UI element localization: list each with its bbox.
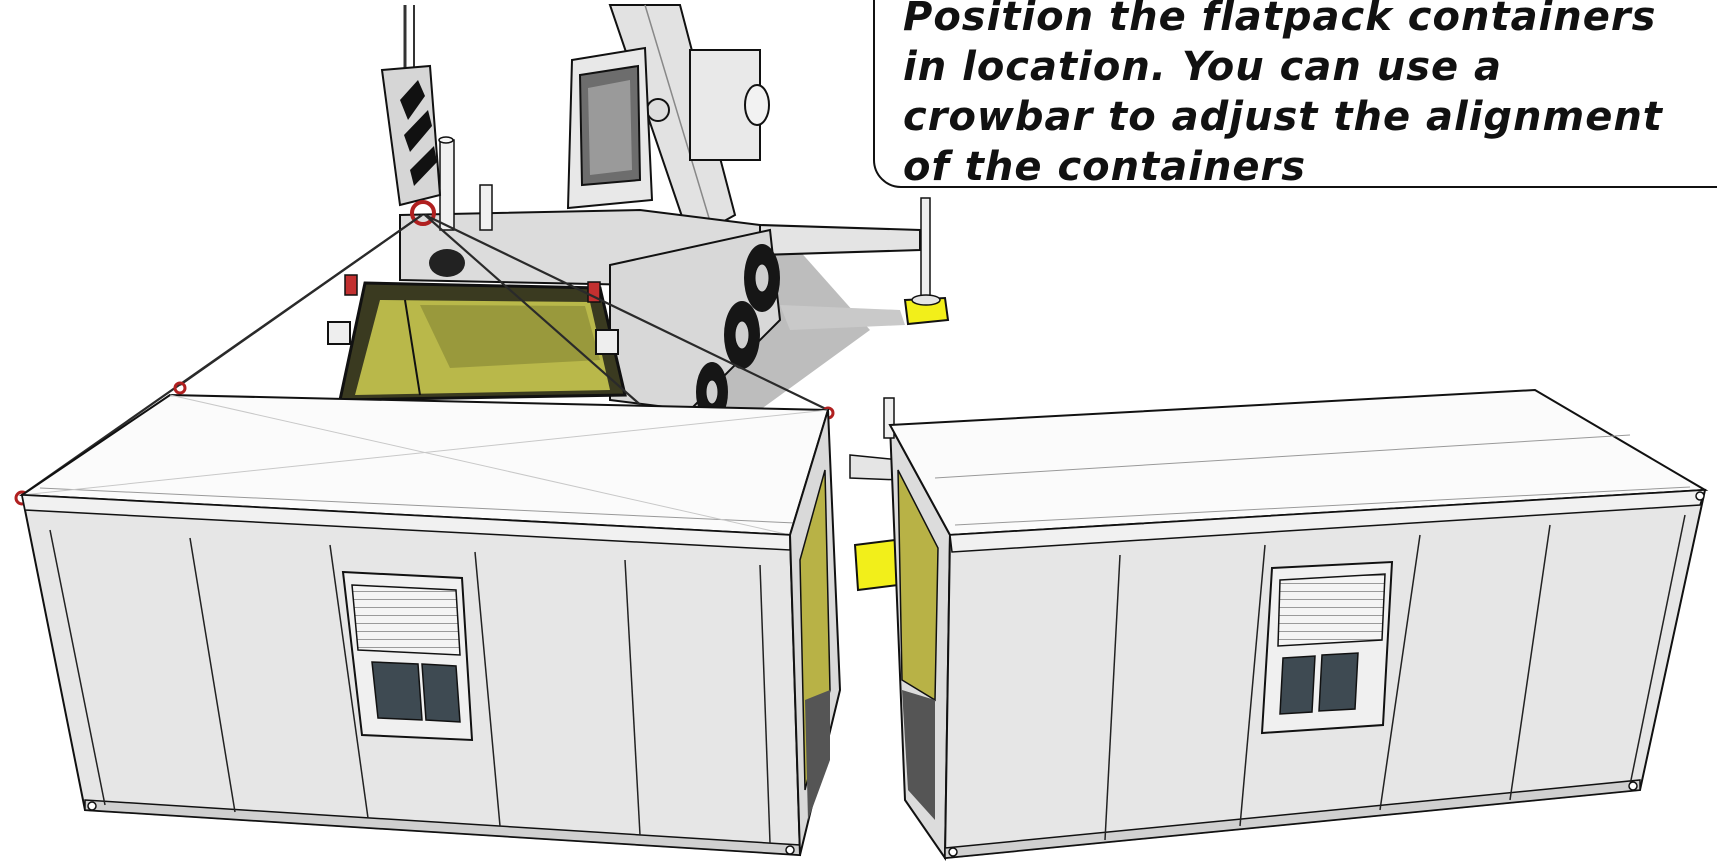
- instruction-text: Position the flatpack containers in loca…: [903, 0, 1663, 192]
- mobile-crane: [328, 5, 948, 422]
- outrigger-beam: [760, 225, 920, 255]
- container-right: [884, 390, 1705, 858]
- outrigger-shadow: [780, 305, 905, 330]
- container-right-window: [1262, 562, 1392, 733]
- container-left-window: [343, 572, 472, 740]
- instruction-callout: Position the flatpack containers in loca…: [873, 0, 1717, 188]
- outrigger-pad-front: [855, 540, 898, 590]
- container-left: [22, 395, 840, 855]
